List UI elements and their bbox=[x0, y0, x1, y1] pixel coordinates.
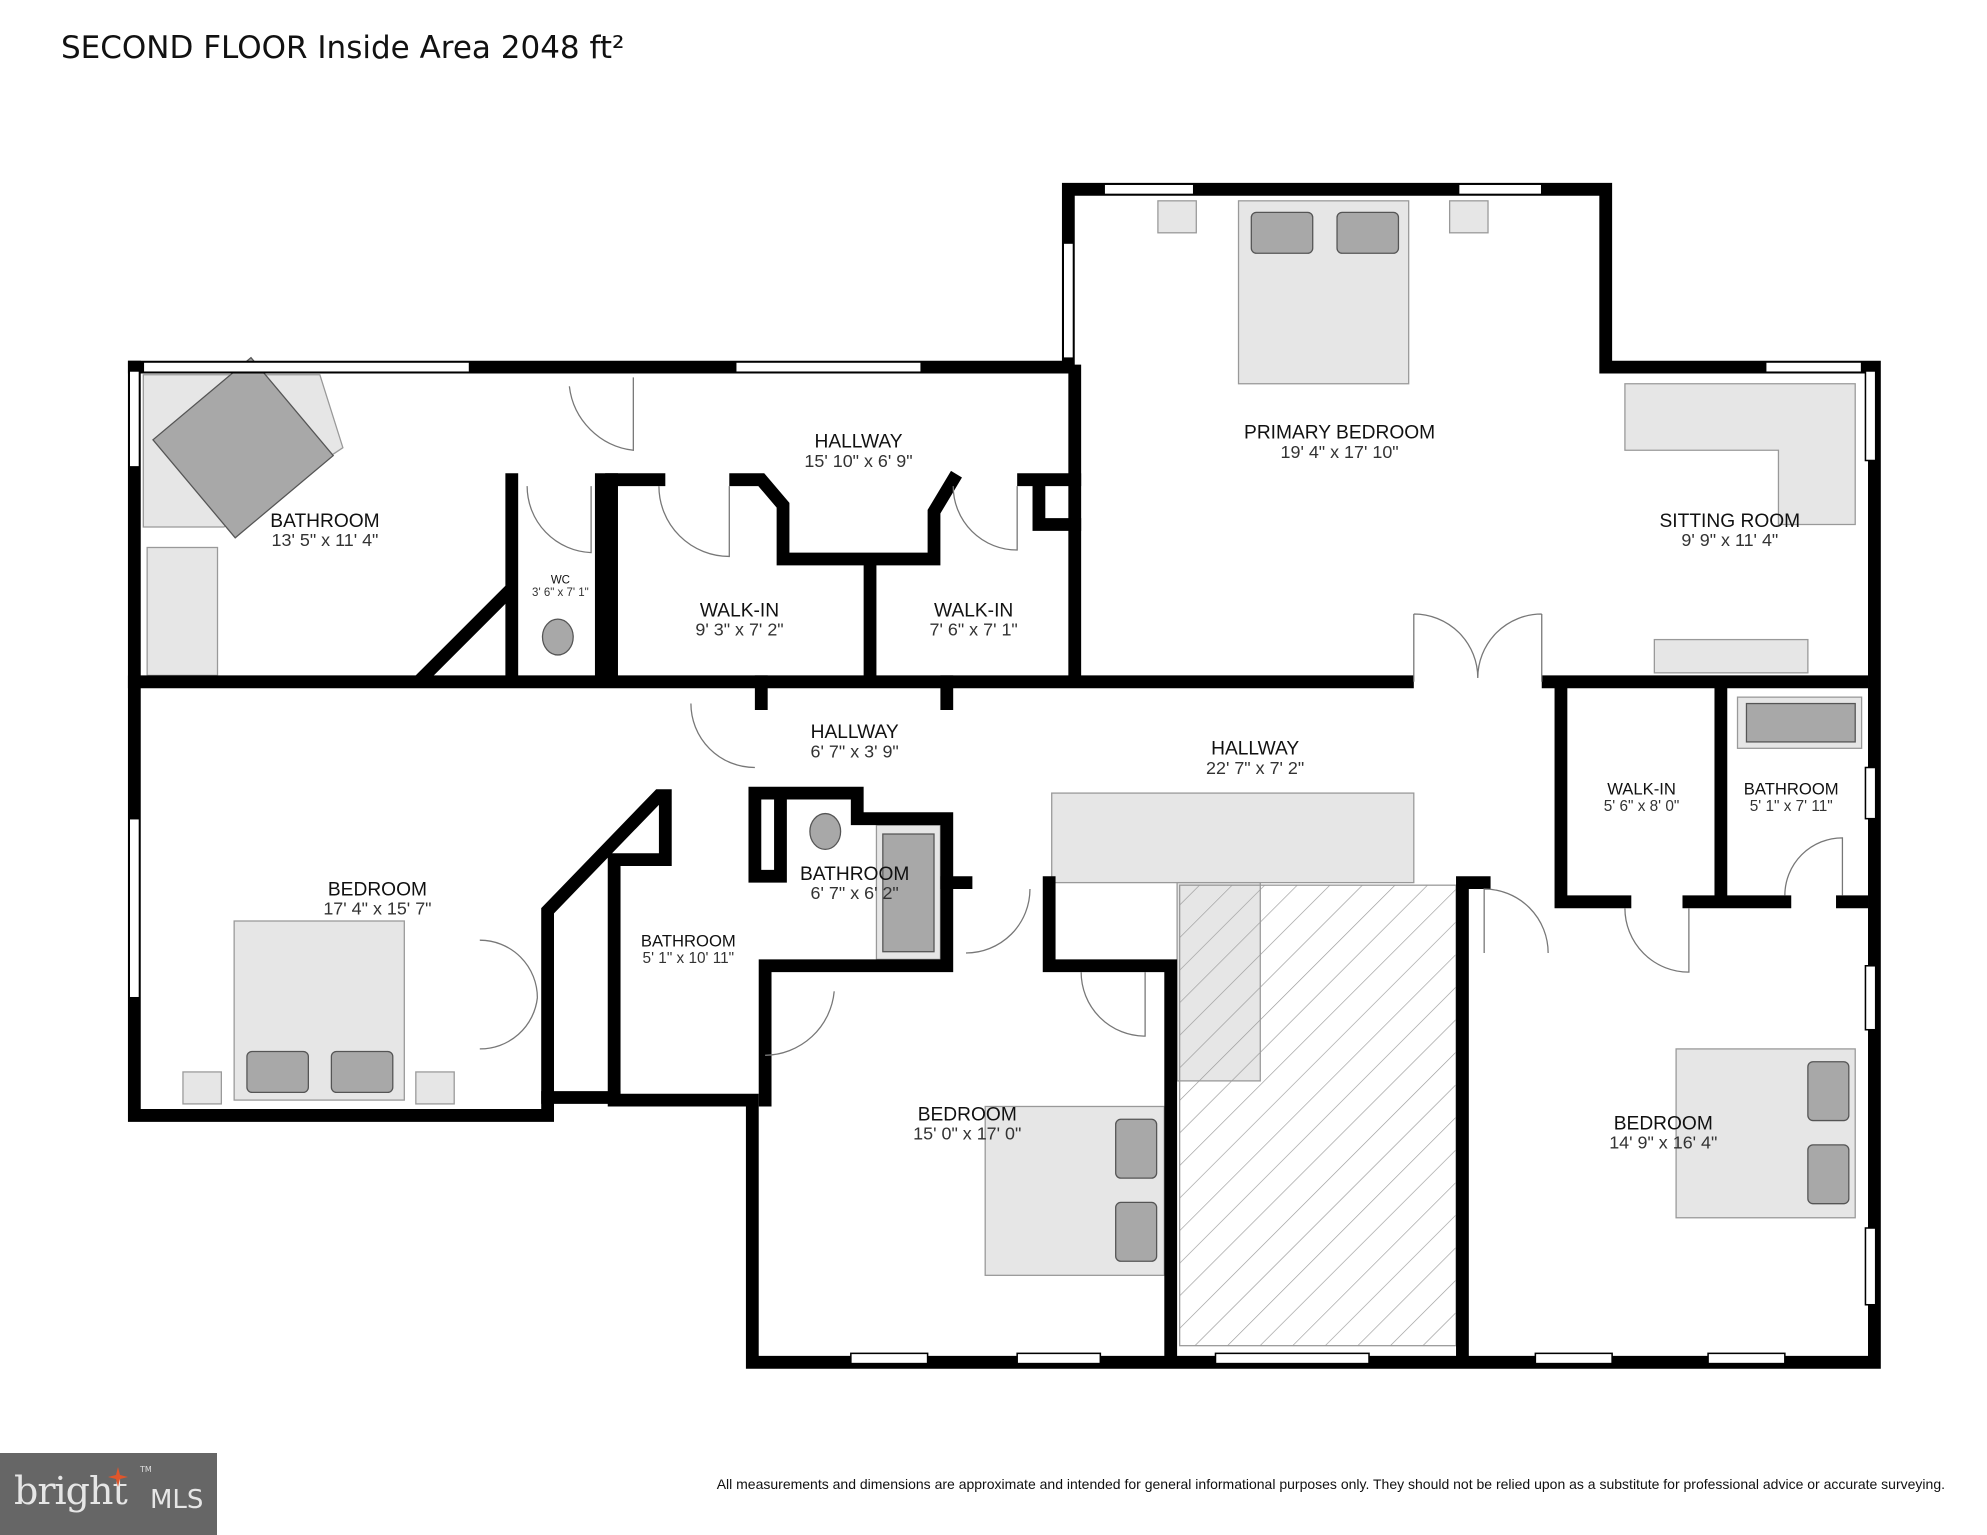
room-name: BEDROOM bbox=[1614, 1114, 1713, 1135]
room-name: BEDROOM bbox=[328, 879, 427, 900]
room-dims: 7' 6" x 7' 1" bbox=[930, 620, 1018, 640]
room-dims: 9' 9" x 11' 4" bbox=[1681, 530, 1778, 550]
star-icon bbox=[108, 1467, 128, 1487]
room-dims: 6' 7" x 6' 2" bbox=[811, 883, 899, 903]
room-dims: 19' 4" x 17' 10" bbox=[1281, 442, 1399, 462]
room-name: WALK-IN bbox=[934, 601, 1013, 622]
room-label-walkin-2: WALK-IN7' 6" x 7' 1" bbox=[930, 601, 1018, 640]
room-name: HALLWAY bbox=[814, 432, 902, 453]
room-dims: 5' 6" x 8' 0" bbox=[1604, 798, 1680, 815]
room-label-wc: WC3' 6" x 7' 1" bbox=[532, 574, 589, 599]
trademark-mark: TM bbox=[140, 1465, 152, 1474]
room-name: HALLWAY bbox=[1211, 739, 1299, 760]
disclaimer-text: All measurements and dimensions are appr… bbox=[716, 1476, 1945, 1492]
room-dims: 6' 7" x 3' 9" bbox=[811, 741, 899, 761]
room-name: WALK-IN bbox=[1607, 779, 1676, 798]
room-name: WC bbox=[551, 574, 570, 586]
room-dims: 13' 5" x 11' 4" bbox=[272, 530, 379, 550]
room-name: BATHROOM bbox=[800, 864, 909, 885]
room-name: BATHROOM bbox=[641, 932, 736, 951]
room-name: SITTING ROOM bbox=[1660, 511, 1801, 532]
logo-wordmark: bright bbox=[14, 1469, 128, 1513]
room-dims: 22' 7" x 7' 2" bbox=[1206, 758, 1304, 778]
fixtures bbox=[142, 200, 1863, 1347]
room-label-walkin-3: WALK-IN5' 6" x 8' 0" bbox=[1604, 779, 1680, 815]
room-dims: 14' 9" x 16' 4" bbox=[1609, 1133, 1717, 1153]
room-dims: 17' 4" x 15' 7" bbox=[323, 899, 431, 919]
room-dims: 3' 6" x 7' 1" bbox=[532, 587, 589, 599]
room-name: BEDROOM bbox=[918, 1105, 1017, 1126]
bright-mls-logo: bright TM MLS bbox=[0, 1453, 217, 1535]
room-name: WALK-IN bbox=[700, 601, 779, 622]
windows bbox=[128, 183, 1877, 1365]
room-dims: 9' 3" x 7' 2" bbox=[695, 620, 783, 640]
floor-title: SECOND FLOOR Inside Area 2048 ft² bbox=[61, 30, 625, 66]
room-name: PRIMARY BEDROOM bbox=[1244, 423, 1435, 444]
room-name: BATHROOM bbox=[1744, 779, 1839, 798]
logo-mls: MLS bbox=[150, 1485, 204, 1515]
room-dims: 15' 10" x 6' 9" bbox=[804, 451, 912, 471]
room-name: HALLWAY bbox=[811, 722, 899, 743]
doors bbox=[479, 377, 1844, 1056]
room-dims: 5' 1" x 7' 11" bbox=[1750, 798, 1833, 815]
room-dims: 5' 1" x 10' 11" bbox=[643, 950, 735, 967]
room-dims: 15' 0" x 17' 0" bbox=[913, 1124, 1021, 1144]
room-label-walkin-1: WALK-IN9' 3" x 7' 2" bbox=[695, 601, 783, 640]
room-name: BATHROOM bbox=[270, 511, 379, 532]
